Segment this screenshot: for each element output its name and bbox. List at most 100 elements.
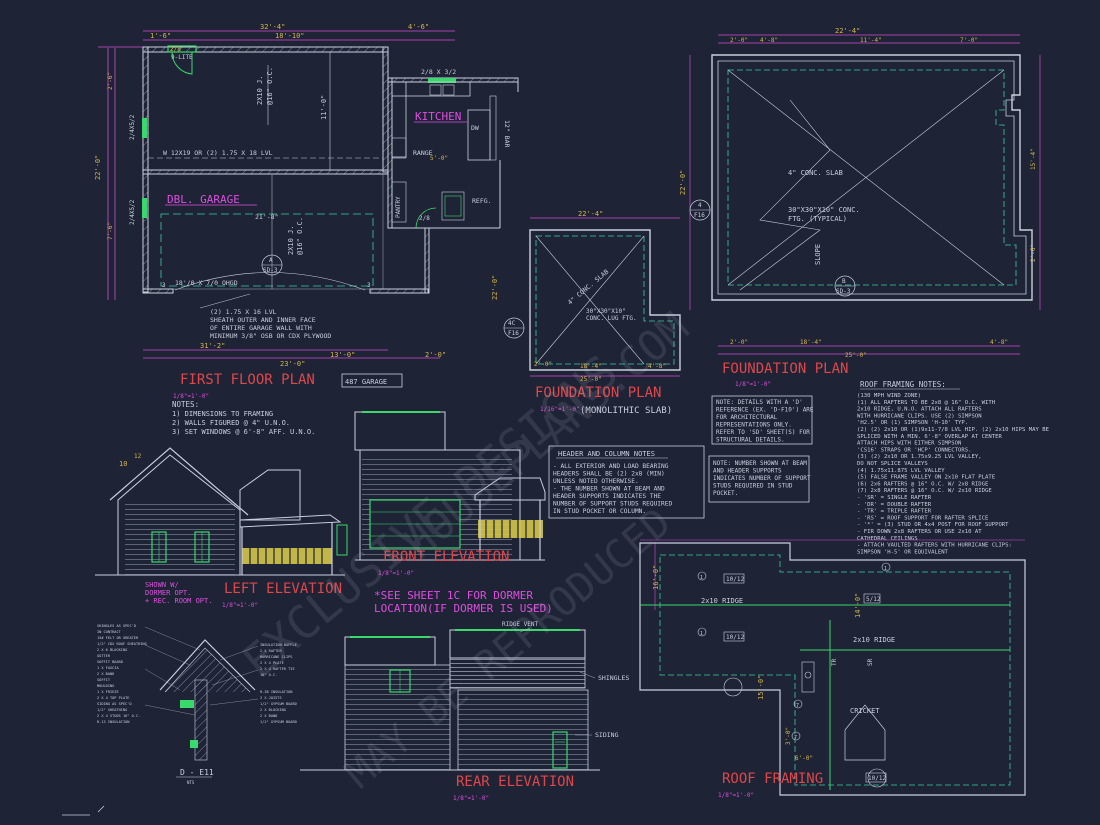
ws-right-7: 2 X JOISTS bbox=[260, 696, 282, 700]
ws-right-0: INSULATION BAFFLE bbox=[260, 643, 297, 647]
header-notes-title: HEADER AND COLUMN NOTES bbox=[558, 450, 655, 458]
fl-dim-left: 22'-0" bbox=[679, 170, 687, 195]
dw-label: DW bbox=[471, 124, 479, 132]
fl-dim-top5: 7'-0" bbox=[960, 37, 978, 44]
dim-left-1: 22'-0" bbox=[94, 155, 102, 180]
dim-top-4: 1'-6" bbox=[150, 32, 171, 40]
beam-label: W 12X19 OR (2) 1.75 X 18 LVL bbox=[163, 149, 273, 157]
pantry-label: PANTRY bbox=[395, 196, 402, 218]
dim-left-2: 2'-6" bbox=[107, 72, 114, 90]
rear-shingles: SHINGLES bbox=[598, 674, 629, 682]
fl-dim-b4: 25'-0" bbox=[845, 352, 867, 359]
fl-dim-top3: 4'-8" bbox=[760, 37, 778, 44]
roof-tag-1: 1 bbox=[700, 575, 703, 581]
fl-title: FOUNDATION PLAN bbox=[722, 361, 848, 377]
fs-dim-b4: 25'-0" bbox=[580, 376, 602, 383]
fl-dim-top4: 11'-4" bbox=[860, 37, 882, 44]
fl-dim-right2: 2'-6" bbox=[1030, 244, 1037, 262]
window-left-2-label: 2/4X5/2 bbox=[129, 199, 136, 225]
ws-left-11: 1 X FRIEZE bbox=[97, 690, 119, 694]
dormer-note: *SEE SHEET 1C FOR DORMER LOCATION(IF DOR… bbox=[374, 589, 553, 615]
first-floor-scale: 1/8"=1'-0" bbox=[173, 393, 209, 400]
roof-rafter-4: 10/12 bbox=[868, 775, 886, 782]
ws-left-0: SHINGLES AS SPEC'D bbox=[97, 624, 136, 628]
ws-left-3: 1/2" CDX ROOF SHEATHING bbox=[97, 642, 147, 646]
rear-elev-scale: 1/8"=1'-0" bbox=[453, 795, 489, 802]
wall-section-detail: SHINGLES AS SPEC'D IN CONTRACT 15# FELT … bbox=[97, 624, 297, 785]
ws-left-15: 2 X 4 STUDS 16" O.C. bbox=[97, 714, 140, 718]
ws-right-10: 2 X BAND bbox=[260, 714, 277, 718]
ws-left-10: MOULDING bbox=[97, 684, 114, 688]
roof-sr: SR bbox=[867, 658, 874, 666]
left-elev-pitch: 10 bbox=[119, 460, 127, 468]
notes-header: NOTES: bbox=[172, 400, 199, 409]
fs-dim-top: 22'-4" bbox=[578, 210, 603, 218]
rear-siding: SIDING bbox=[595, 731, 619, 739]
fl-scale: 1/8"=1'-0" bbox=[735, 381, 771, 388]
ws-right-1: 2 X RAFTER bbox=[260, 649, 282, 653]
note-3: 3) SET WINDOWS @ 6'-8" AFF. U.N.O. bbox=[172, 428, 315, 436]
ws-left-7: 1 X FASCIA bbox=[97, 666, 119, 670]
left-elev-pitch-run: 12 bbox=[134, 453, 142, 460]
window-9lite-label: 9-LITE bbox=[171, 54, 193, 61]
first-floor-plan: 32'-4" 18'-10" 4'-6" 1'-6" 22'-0" 2'-6" … bbox=[94, 23, 519, 436]
dim-top-2: 18'-10" bbox=[275, 32, 305, 40]
foundation-plan-large: 22'-4" 2'-0" 4'-8" 11'-4" 7'-0" 22'-0" 1… bbox=[679, 27, 1041, 388]
roof-dim-4: 3'-0" bbox=[785, 727, 792, 745]
ws-right-9: 2 X BLOCKING bbox=[260, 708, 286, 712]
left-elev-note: SHOWN W/ DORMER OPT. + REC. ROOM OPT. bbox=[145, 581, 212, 605]
roof-cricket: CRICKET bbox=[850, 707, 880, 715]
roof-rafter-3: 5/12 bbox=[866, 596, 881, 603]
fs-dim-b3: 4'-8" bbox=[648, 363, 666, 370]
roof-tag-4: 7 bbox=[796, 703, 799, 709]
section-tag-letter: A bbox=[269, 257, 273, 264]
door-28-label: 2/8 bbox=[170, 46, 181, 53]
fl-tag-b-sheet: SD-3 bbox=[836, 288, 851, 295]
span-label: 11'-0" bbox=[320, 95, 328, 120]
fs-dim-b1: 2'-0" bbox=[534, 361, 552, 368]
fl-tag-a-num: 4 bbox=[698, 202, 702, 209]
fl-slab: 4" CONC. SLAB bbox=[788, 169, 843, 177]
fl-dim-b2: 18'-4" bbox=[800, 339, 822, 346]
joist-note: 2X10 J. bbox=[256, 75, 264, 105]
dim-bottom-2: 23'-0" bbox=[280, 360, 305, 368]
rear-ridge-vent: RIDGE VENT bbox=[502, 621, 539, 628]
fl-dim-b1: 2'-0" bbox=[730, 339, 748, 346]
left-elev-scale: 1/8"=1'-0" bbox=[222, 602, 258, 609]
first-floor-title: FIRST FLOOR PLAN bbox=[180, 372, 315, 388]
fs-title: FOUNDATION PLAN bbox=[535, 385, 661, 401]
fs-tag-sheet: F16 bbox=[508, 330, 519, 337]
svg-text:3: 3 bbox=[162, 282, 166, 289]
roof-tag-2: 1 bbox=[700, 631, 703, 637]
rear-elevation: RIDGE VENT SHINGLES SIDING REAR ELEVATIO… bbox=[300, 621, 629, 802]
notes-beam-box: NOTE: NUMBER SHOWN AT BEAM AND HEADER SU… bbox=[708, 455, 814, 503]
refg-label: REFG. bbox=[472, 197, 492, 205]
dim-top-1: 32'-4" bbox=[260, 23, 285, 31]
notes-beam: NOTE: NUMBER SHOWN AT BEAM AND HEADER SU… bbox=[713, 460, 814, 497]
roof-tag-5: 7 bbox=[794, 735, 797, 741]
garage-label: DBL. GARAGE bbox=[167, 193, 240, 206]
ws-tag: D - E11 bbox=[180, 768, 214, 777]
ws-right-8: 1/2" GYPSUM BOARD bbox=[260, 702, 297, 706]
wall-note: (2) 1.75 X 16 LVL SHEATH OUTER AND INNER… bbox=[210, 308, 331, 340]
fl-dim-top: 22'-4" bbox=[835, 27, 860, 35]
left-elevation: 10 12 SHOWN W/ DORMER OPT. + REC. ROOM O… bbox=[95, 447, 348, 609]
roof-rafter-1: 10/12 bbox=[726, 576, 744, 583]
roof-dim-3: 15'-0" bbox=[757, 675, 765, 700]
kitchen-dim: 5'-0" bbox=[430, 155, 448, 162]
roof-framing-title: ROOF FRAMING bbox=[722, 771, 823, 787]
bar-label: 12" BAR bbox=[503, 120, 511, 147]
ws-left-13: SIDING AS SPEC'D bbox=[97, 702, 132, 706]
fs-ftg: 30"X30"X10" CONC. LUG FTG. bbox=[586, 308, 637, 322]
roof-tr: TR bbox=[831, 658, 838, 666]
ws-left-8: 2 X BAND bbox=[97, 672, 114, 676]
ws-right-3: 2 X 4 PLATE bbox=[260, 661, 284, 665]
front-elev-title: FRONT ELEVATION bbox=[383, 549, 509, 565]
ws-right-6: R-38 INSULATION bbox=[260, 690, 292, 694]
roof-notes-body: (130 MPH WIND ZONE) (1) ALL RAFTERS TO B… bbox=[857, 393, 1052, 555]
ws-left-5: GUTTER bbox=[97, 654, 111, 658]
garage-joist: 2X10 J. bbox=[287, 225, 295, 255]
notes-detail: NOTE: DETAILS WITH A 'D' REFERENCE (EX. … bbox=[716, 399, 817, 444]
note-2: 2) WALLS FIGURED @ 4" U.N.O. bbox=[172, 419, 290, 427]
